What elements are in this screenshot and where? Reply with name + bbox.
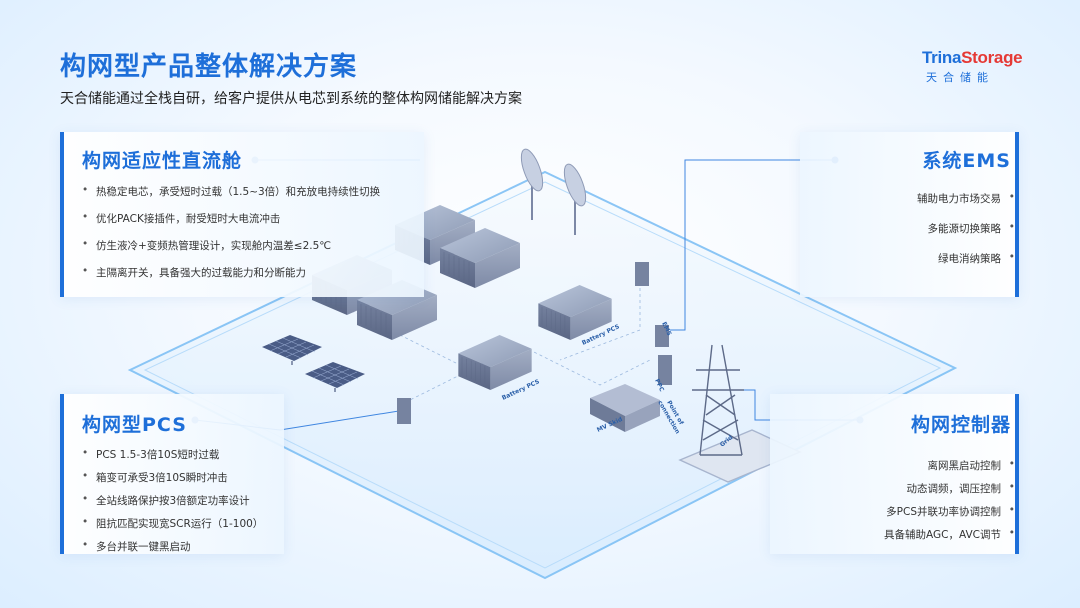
panel-ems: 系统EMS 辅助电力市场交易 多能源切换策略 绿电消纳策略 [800,132,1019,297]
panel-ems-list: 辅助电力市场交易 多能源切换策略 绿电消纳策略 [917,191,1015,281]
list-item: 优化PACK接插件，耐受短时大电流冲击 [82,211,380,226]
list-item: 动态调频，调压控制 [884,481,1016,496]
ems-cabinet-icon [397,262,672,424]
logo-text-cn: 天合储能 [926,71,994,84]
list-item: 多能源切换策略 [917,221,1016,236]
list-item: PCS 1.5-3倍10S短时过载 [82,447,263,462]
logo-text-trina: Trina [922,48,962,67]
panel-ems-title: 系统EMS [922,150,1011,172]
list-item: 多PCS并联功率协调控制 [884,504,1015,519]
list-item: 具备辅助AGC，AVC调节 [884,527,1015,542]
panel-dc-cabin-list: 热稳定电芯，承受短时过载（1.5~3倍）和充放电持续性切换 优化PACK接插件，… [82,184,380,292]
logo-text-storage: Storage [961,48,1023,67]
list-item: 离网黑启动控制 [884,458,1016,473]
panel-controller: 构网控制器 离网黑启动控制 动态调频，调压控制 多PCS并联功率协调控制 具备辅… [770,394,1019,554]
list-item: 主隔离开关，具备强大的过载能力和分断能力 [82,265,380,280]
list-item: 仿生液冷+变频热管理设计，实现舱内温差≤2.5℃ [82,238,380,253]
list-item: 箱变可承受3倍10S瞬时冲击 [82,470,263,485]
panel-pcs-list: PCS 1.5-3倍10S短时过载 箱变可承受3倍10S瞬时冲击 全站线路保护按… [82,447,263,562]
panel-controller-title: 构网控制器 [910,414,1011,436]
panel-pcs: 构网型PCS PCS 1.5-3倍10S短时过载 箱变可承受3倍10S瞬时冲击 … [60,394,284,554]
panel-dc-cabin-title: 构网适应性直流舱 [82,150,243,172]
page-subtitle: 天合储能通过全栈自研，给客户提供从电芯到系统的整体构网储能解决方案 [60,91,522,107]
mv-skid-icon [590,384,660,432]
list-item: 全站线路保护按3倍额定功率设计 [82,493,263,508]
trina-storage-logo: TrinaStorage 天合储能 [922,48,1042,85]
panel-pcs-title: 构网型PCS [82,414,187,436]
wind-turbine-icon [520,148,587,235]
page-title: 构网型产品整体解决方案 [60,52,358,82]
list-item: 多台并联一键黑启动 [82,539,263,554]
list-item: 辅助电力市场交易 [917,191,1015,206]
list-item: 阻抗匹配实现宽SCR运行（1-100） [82,516,263,531]
list-item: 热稳定电芯，承受短时过载（1.5~3倍）和充放电持续性切换 [82,184,380,199]
list-item: 绿电消纳策略 [917,251,1015,266]
panel-dc-cabin: 构网适应性直流舱 热稳定电芯，承受短时过载（1.5~3倍）和充放电持续性切换 优… [60,132,424,297]
panel-controller-list: 离网黑启动控制 动态调频，调压控制 多PCS并联功率协调控制 具备辅助AGC，A… [884,458,1015,550]
